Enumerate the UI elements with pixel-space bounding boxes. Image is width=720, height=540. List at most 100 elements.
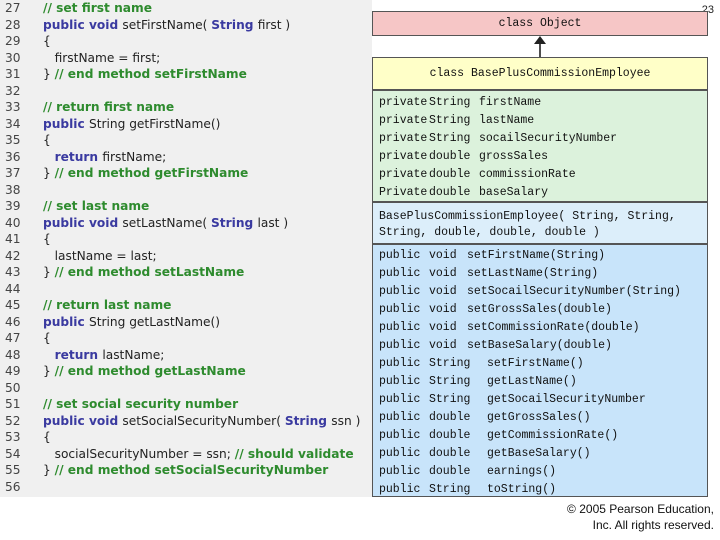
method-signature: setSocailSecurityNumber(String) xyxy=(467,285,681,298)
copyright-line: © 2005 Pearson Education, xyxy=(567,502,714,516)
attribute-type: double xyxy=(429,150,471,163)
code-token-plain: setLastName( xyxy=(122,215,212,230)
code-line: 29{ xyxy=(0,33,372,49)
line-number: 37 xyxy=(5,166,21,180)
line-number: 51 xyxy=(5,397,21,411)
code-line: 41 { xyxy=(0,231,372,247)
code-token-comment: // end method getLastName xyxy=(54,364,246,378)
line-number: 49 xyxy=(5,364,21,378)
line-number: 56 xyxy=(5,479,21,494)
code-line: 53{ xyxy=(0,429,372,445)
code-token-plain xyxy=(43,348,55,362)
line-number: 41 xyxy=(5,232,21,246)
method-modifier: public xyxy=(379,411,421,424)
line-number: 30 xyxy=(5,50,21,65)
method-signature: getLastName() xyxy=(487,375,577,388)
line-number: 48 xyxy=(5,347,21,362)
code-content: // set social security number xyxy=(43,396,238,412)
attribute-name: socailSecurityNumber xyxy=(479,132,618,145)
code-token-plain: setFirstName( xyxy=(122,17,212,32)
method-signature: setBaseSalary(double) xyxy=(467,339,612,352)
line-number: 43 xyxy=(5,265,21,279)
copyright-line: Inc. All rights reserved. xyxy=(592,518,714,532)
code-line: 27 // set first name xyxy=(0,0,372,16)
code-content: { xyxy=(43,132,51,148)
method-return-type: double xyxy=(429,429,471,442)
method-modifier: public xyxy=(379,339,421,352)
attribute-modifier: private xyxy=(379,96,428,109)
code-token-comment: // end method setLastName xyxy=(54,265,245,279)
line-number: 55 xyxy=(5,463,21,477)
code-token-plain: { xyxy=(43,331,51,345)
attribute-type: String xyxy=(429,132,471,145)
code-token-keyword: public void xyxy=(43,413,123,428)
line-number: 46 xyxy=(5,314,21,329)
code-token-plain: { xyxy=(43,133,51,147)
method-modifier: public xyxy=(379,483,421,496)
code-token-comment: // return first name xyxy=(43,100,175,114)
code-token-plain: { xyxy=(43,430,51,444)
line-number: 39 xyxy=(5,199,21,213)
line-number: 47 xyxy=(5,331,21,345)
method-modifier: public xyxy=(379,303,421,316)
method-modifier: public xyxy=(379,447,421,460)
line-number: 38 xyxy=(5,182,21,197)
method-return-type: double xyxy=(429,411,471,424)
code-line: 37 } // end method getFirstName xyxy=(0,165,372,181)
line-number: 27 xyxy=(5,1,21,15)
code-line: 32 xyxy=(0,83,372,99)
code-token-comment: // set first name xyxy=(43,1,152,15)
code-token-plain: lastName; xyxy=(102,347,165,362)
method-return-type: String xyxy=(429,483,471,496)
code-content: lastName = last; xyxy=(43,248,157,264)
line-number: 45 xyxy=(5,298,21,312)
code-content: public String getLastName() xyxy=(43,314,220,330)
method-modifier: public xyxy=(379,429,421,442)
line-number: 34 xyxy=(5,116,21,131)
code-content: } // end method getLastName xyxy=(43,363,246,379)
method-return-type: void xyxy=(429,285,457,298)
method-signature: getGrossSales() xyxy=(487,411,591,424)
code-token-keyword: public xyxy=(43,116,89,131)
code-token-comment: // end method getFirstName xyxy=(54,166,249,180)
code-token-keyword: String xyxy=(284,413,332,428)
code-token-plain: socialSecurityNumber = ssn; xyxy=(43,446,235,461)
code-content: public String getFirstName() xyxy=(43,116,220,132)
method-signature: setFirstName() xyxy=(487,357,584,370)
method-modifier: public xyxy=(379,465,421,478)
method-signature: setGrossSales(double) xyxy=(467,303,612,316)
method-return-type: String xyxy=(429,393,471,406)
attribute-name: firstName xyxy=(479,96,542,109)
code-token-plain: lastName = last; xyxy=(43,248,157,263)
line-number: 32 xyxy=(5,83,21,98)
line-number: 29 xyxy=(5,34,21,48)
constructor-line: String, double, double, double ) xyxy=(379,226,600,239)
code-line: 44 xyxy=(0,281,372,297)
code-content: } // end method setSocialSecurityNumber xyxy=(43,462,328,478)
attribute-modifier: private xyxy=(379,168,428,181)
code-line: 46 public String getLastName() xyxy=(0,314,372,330)
attribute-type: double xyxy=(429,186,471,199)
attribute-type: String xyxy=(429,96,471,109)
code-content: socialSecurityNumber = ssn; // should va… xyxy=(43,446,354,462)
constructor-box: BasePlusCommissionEmployee( String, Stri… xyxy=(372,202,708,244)
code-content: public void setFirstName( String first ) xyxy=(43,17,290,33)
code-content: } // end method getFirstName xyxy=(43,165,248,181)
code-content: { xyxy=(43,231,51,247)
code-token-comment: // return last name xyxy=(43,298,172,312)
method-signature: setFirstName(String) xyxy=(467,249,606,262)
code-line: 39// set last name xyxy=(0,198,372,214)
code-content: return lastName; xyxy=(43,347,165,363)
code-line: 43} // end method setLastName xyxy=(0,264,372,280)
